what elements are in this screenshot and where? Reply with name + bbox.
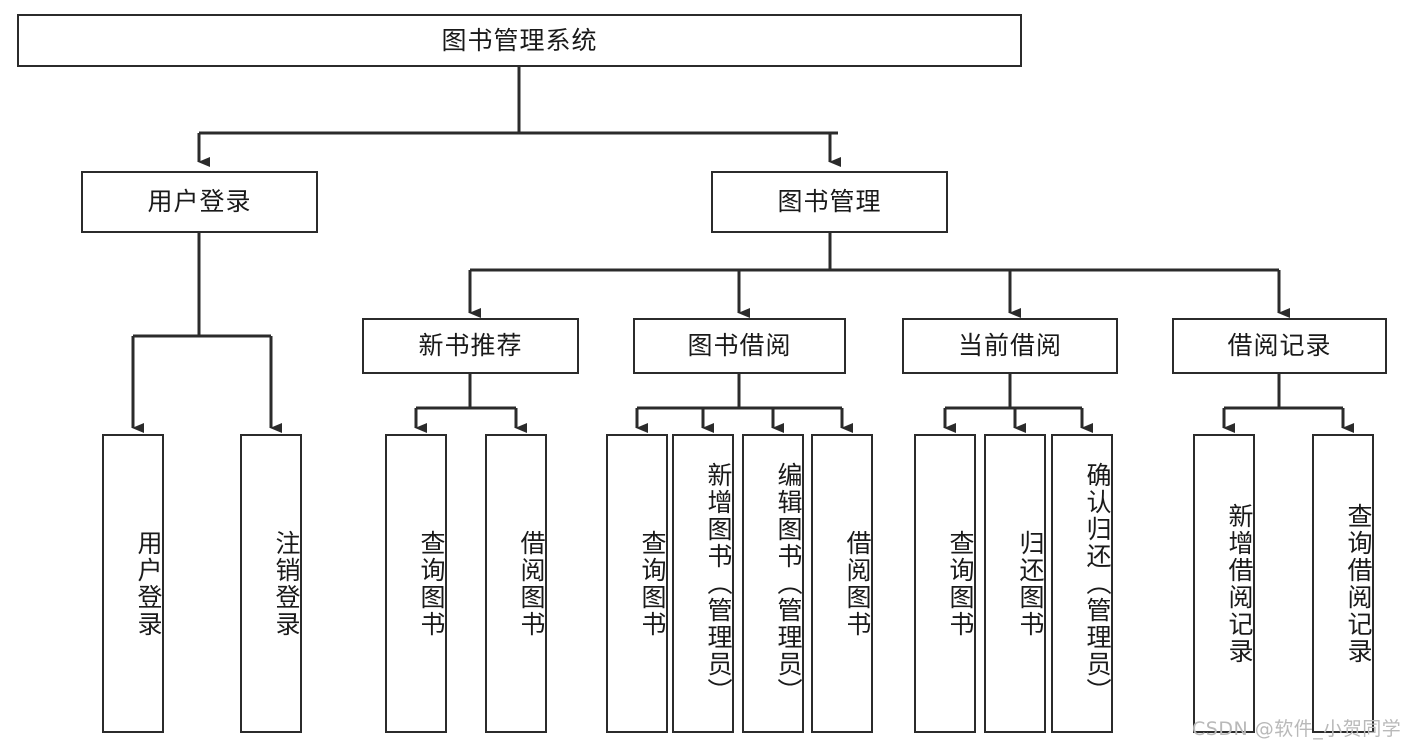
node-label: 图书借阅 <box>687 331 792 361</box>
node-label: 编辑图书（管理员） <box>774 462 803 705</box>
node-label: 新书推荐 <box>418 331 523 361</box>
node-label: 归还图书 <box>1016 529 1045 638</box>
node-label: 借阅图书 <box>517 529 546 638</box>
node-label: 新增图书（管理员） <box>704 462 733 705</box>
node-book-borrow[interactable]: 图书借阅 <box>633 318 846 374</box>
leaf-query-book-borrow[interactable]: 查询图书 <box>606 434 668 733</box>
leaf-return-book[interactable]: 归还图书 <box>984 434 1046 733</box>
leaf-add-book-admin[interactable]: 新增图书（管理员） <box>672 434 734 733</box>
leaf-query-book-current[interactable]: 查询图书 <box>914 434 976 733</box>
node-current-borrow[interactable]: 当前借阅 <box>902 318 1118 374</box>
node-label: 借阅图书 <box>843 529 872 638</box>
leaf-add-borrow-record[interactable]: 新增借阅记录 <box>1193 434 1255 733</box>
leaf-query-borrow-record[interactable]: 查询借阅记录 <box>1312 434 1374 733</box>
node-book-management[interactable]: 图书管理 <box>711 171 948 233</box>
node-label: 查询图书 <box>417 529 446 638</box>
leaf-borrow-book-new[interactable]: 借阅图书 <box>485 434 547 733</box>
node-label: 查询图书 <box>946 529 975 638</box>
node-label: 用户登录 <box>147 187 252 217</box>
node-borrow-record[interactable]: 借阅记录 <box>1172 318 1387 374</box>
node-label: 借阅记录 <box>1227 331 1332 361</box>
node-label: 查询借阅记录 <box>1344 502 1373 665</box>
leaf-confirm-return-admin[interactable]: 确认归还（管理员） <box>1051 434 1113 733</box>
node-label: 确认归还（管理员） <box>1083 462 1112 705</box>
leaf-edit-book-admin[interactable]: 编辑图书（管理员） <box>742 434 804 733</box>
node-label: 注销登录 <box>272 529 301 638</box>
node-root-book-management-system[interactable]: 图书管理系统 <box>17 14 1022 67</box>
node-label: 查询图书 <box>638 529 667 638</box>
leaf-logout[interactable]: 注销登录 <box>240 434 302 733</box>
node-label: 新增借阅记录 <box>1225 502 1254 665</box>
csdn-watermark: CSDN @软件_小贺同学 <box>1192 718 1402 740</box>
leaf-user-login[interactable]: 用户登录 <box>102 434 164 733</box>
node-label: 图书管理 <box>777 187 882 217</box>
node-label: 用户登录 <box>134 529 163 638</box>
node-label: 图书管理系统 <box>441 25 598 55</box>
node-label: 当前借阅 <box>957 331 1062 361</box>
leaf-borrow-book[interactable]: 借阅图书 <box>811 434 873 733</box>
node-user-login[interactable]: 用户登录 <box>81 171 318 233</box>
node-new-book-recommend[interactable]: 新书推荐 <box>362 318 579 374</box>
leaf-query-book-new[interactable]: 查询图书 <box>385 434 447 733</box>
